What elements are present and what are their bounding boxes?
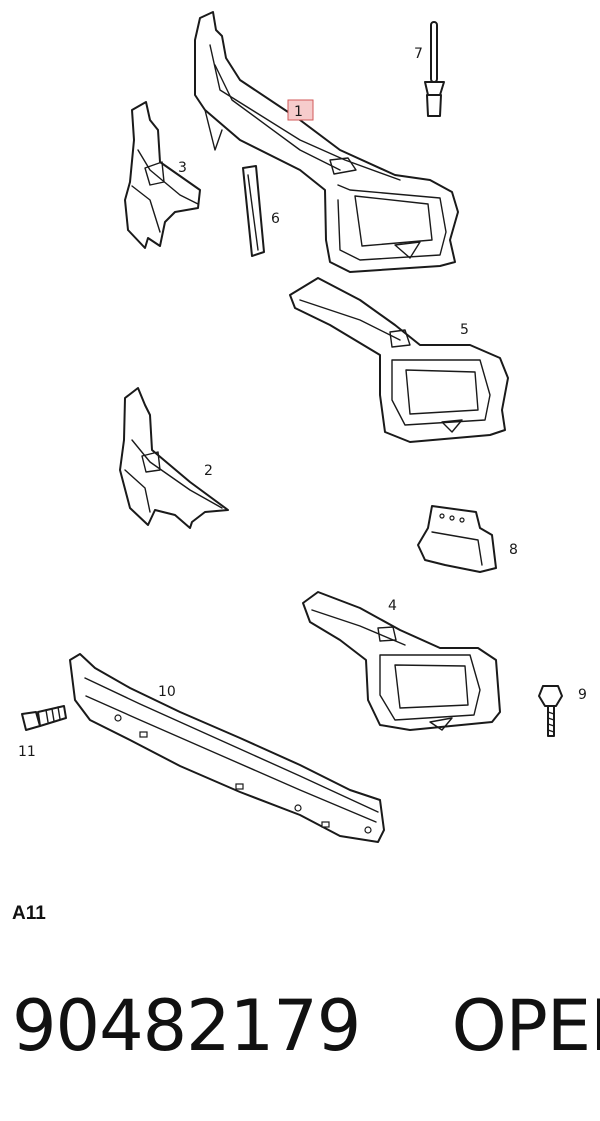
- callout-1-highlight: [287, 99, 314, 121]
- callout-6[interactable]: 6: [271, 211, 280, 227]
- callout-10[interactable]: 10: [158, 684, 176, 700]
- brand-name: OPEL: [451, 985, 600, 1067]
- parts-diagram: 1 7 3 6 5 2 8 4 9 10 11: [18, 11, 587, 843]
- part-11-bolt[interactable]: [21, 705, 67, 731]
- callout-4[interactable]: 4: [388, 598, 397, 614]
- section-code: A11: [12, 903, 46, 924]
- part-9-bolt[interactable]: [538, 685, 563, 737]
- callout-1[interactable]: 1: [294, 104, 303, 120]
- callout-2[interactable]: 2: [204, 463, 213, 479]
- callout-11[interactable]: 11: [18, 744, 36, 760]
- part-info-row: 90482179 OPEL: [12, 985, 600, 1067]
- part-5-headlamp-support[interactable]: [289, 277, 509, 443]
- callout-9[interactable]: 9: [578, 687, 587, 703]
- part-8-small-bracket[interactable]: [417, 505, 497, 573]
- part-4-lower-support[interactable]: [302, 591, 501, 731]
- callout-3[interactable]: 3: [178, 160, 187, 176]
- callout-5[interactable]: 5: [460, 322, 469, 338]
- part-3-left-bracket[interactable]: [124, 101, 201, 249]
- part-6-strip[interactable]: [242, 165, 265, 257]
- callout-7[interactable]: 7: [414, 46, 423, 62]
- part-2-left-lower-bracket[interactable]: [119, 387, 229, 529]
- callout-8[interactable]: 8: [509, 542, 518, 558]
- part-10-bumper-beam[interactable]: [69, 653, 385, 843]
- part-1-upper-panel[interactable]: [194, 11, 459, 273]
- part-number: 90482179: [12, 985, 361, 1067]
- part-7-rivet[interactable]: [424, 21, 445, 117]
